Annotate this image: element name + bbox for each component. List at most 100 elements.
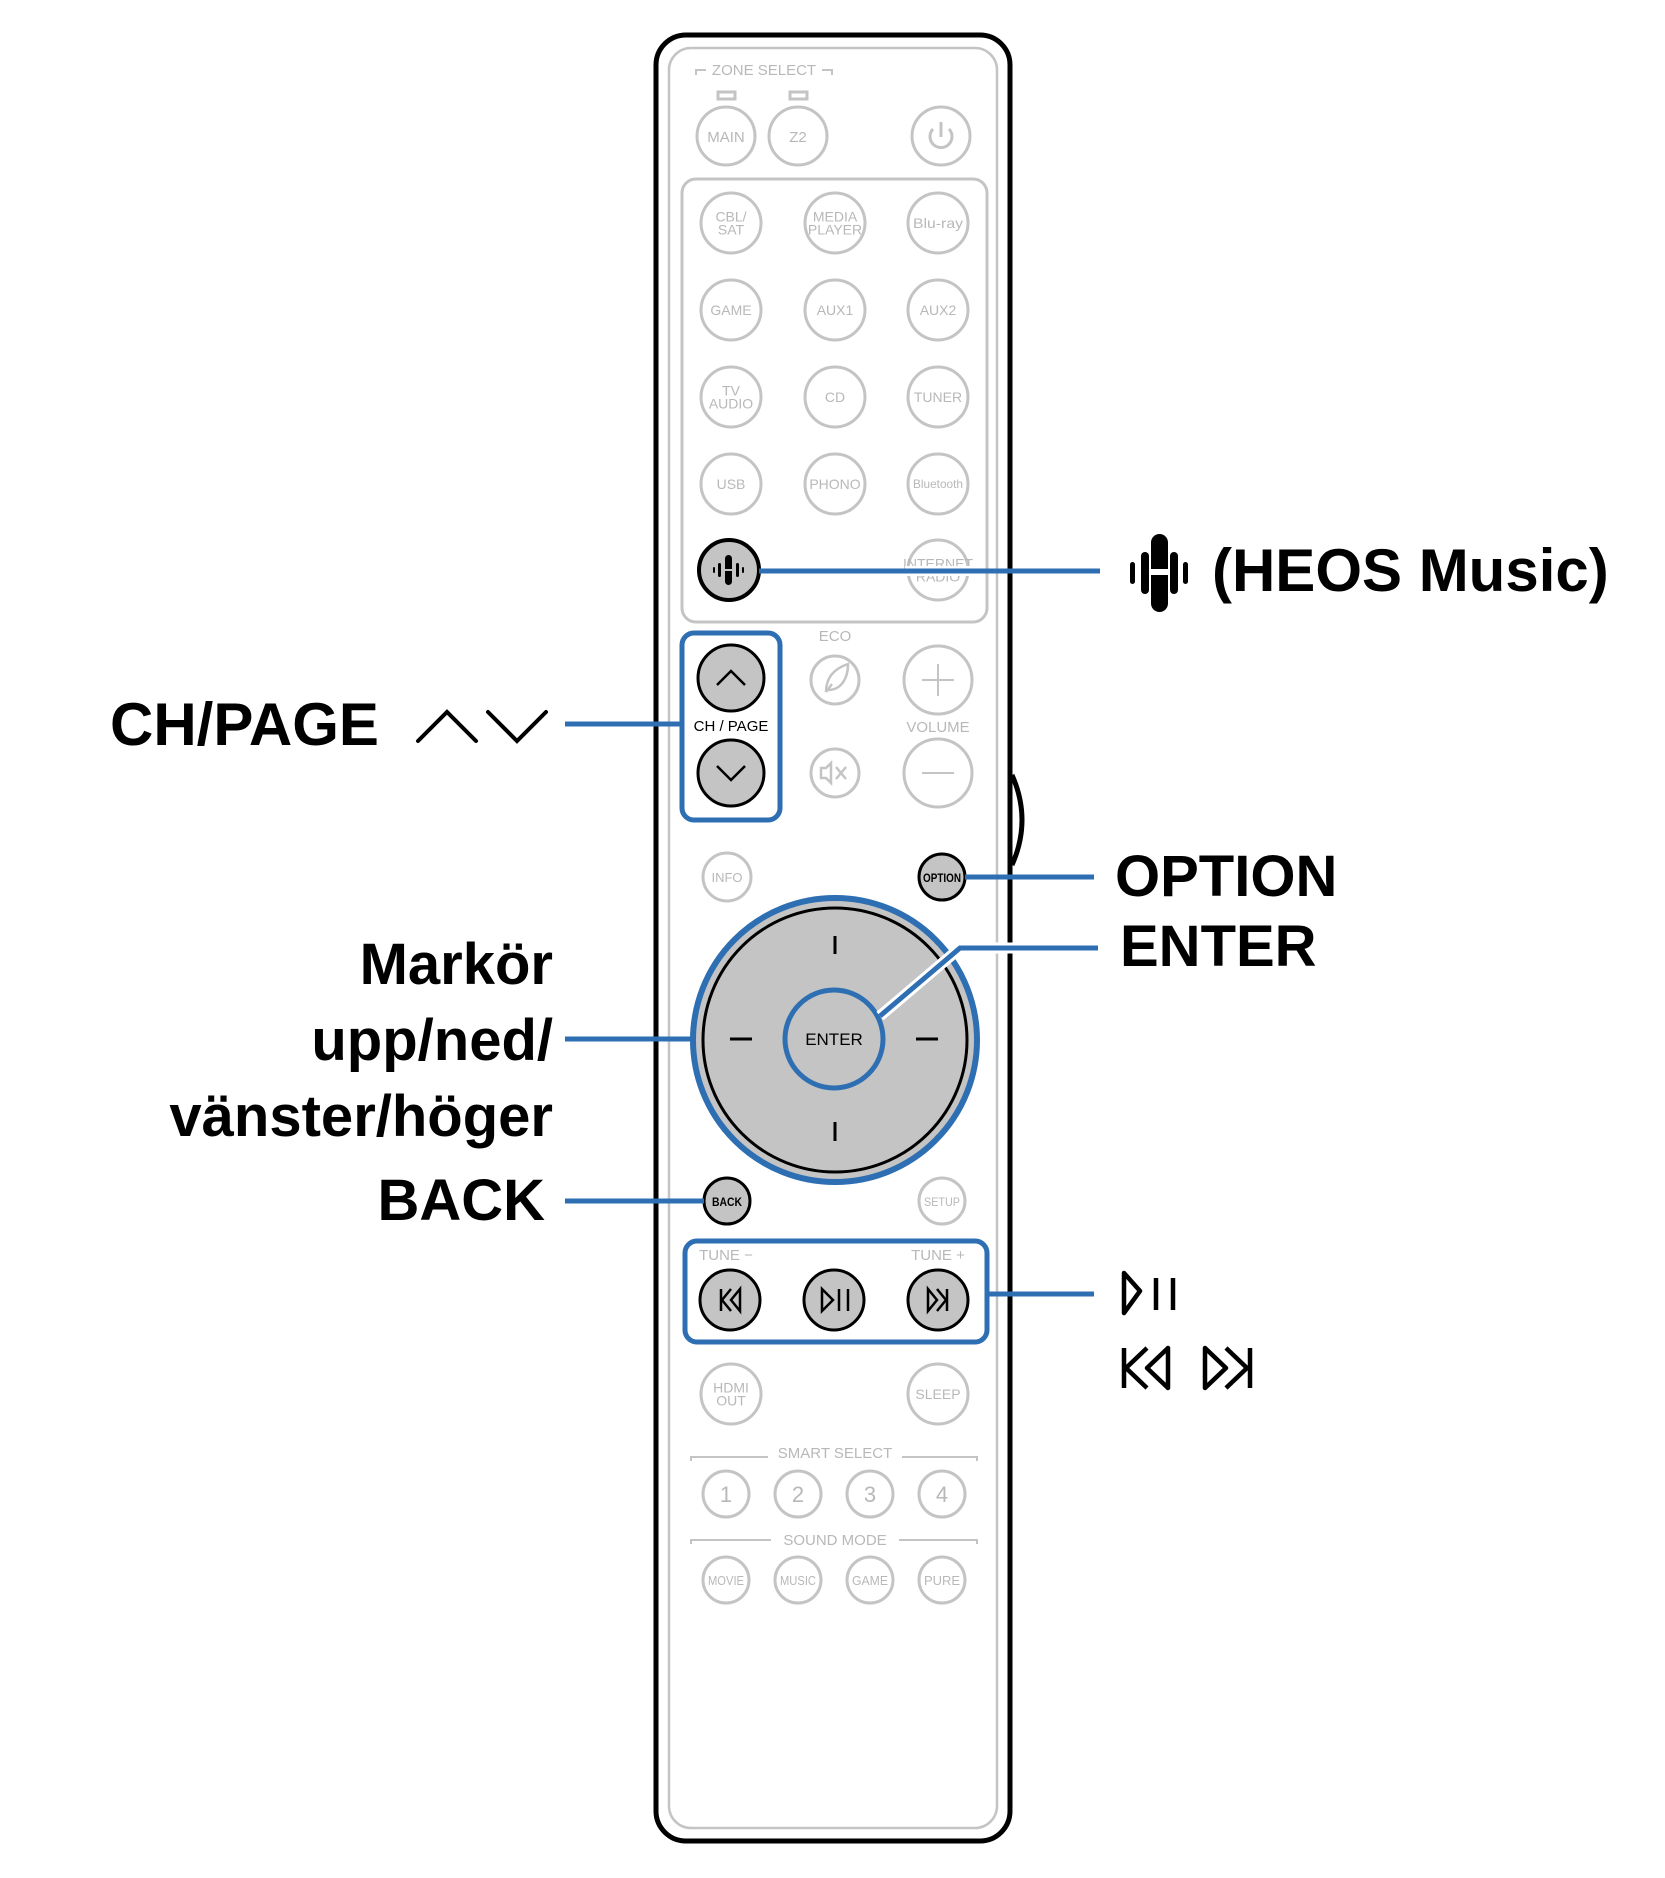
volume-label: VOLUME xyxy=(906,719,969,736)
back-callout: BACK xyxy=(377,1168,545,1233)
smart-select-buttons: 1 2 3 4 xyxy=(701,1469,967,1519)
input-button-game-label: GAME xyxy=(710,302,751,318)
input-button-aux1-label: AUX1 xyxy=(817,302,854,318)
power-icon xyxy=(928,122,954,149)
sound-mode-button-movie[interactable]: MOVIE xyxy=(701,1555,751,1605)
setup-button[interactable]: SETUP xyxy=(917,1176,967,1226)
smart-select-label-1: 1 xyxy=(720,1482,732,1507)
sleep-label: SLEEP xyxy=(915,1386,960,1402)
sound-mode-label-game: GAME xyxy=(852,1573,888,1588)
cursor-callout-line1: Markör xyxy=(359,932,553,997)
power-button[interactable] xyxy=(910,105,972,167)
main-zone-label: MAIN xyxy=(707,129,745,146)
sound-mode-button-music[interactable]: MUSIC xyxy=(773,1555,823,1605)
zone-select-group: ZONE SELECT xyxy=(695,62,833,101)
setup-label: SETUP xyxy=(924,1195,960,1209)
ch-page-down-button[interactable] xyxy=(696,738,766,808)
volume-down-button[interactable] xyxy=(902,737,974,809)
enter-button[interactable]: ENTER xyxy=(782,987,886,1091)
skip-callout-icon xyxy=(1121,1345,1253,1391)
back-label: BACK xyxy=(712,1195,742,1209)
tune-minus-label: TUNE − xyxy=(699,1247,753,1264)
input-button-usb[interactable]: USB xyxy=(699,452,763,516)
smart-select-button-1[interactable]: 1 xyxy=(701,1469,751,1519)
play-pause-button[interactable] xyxy=(802,1268,866,1332)
info-label: INFO xyxy=(711,870,742,885)
smart-select-label: SMART SELECT xyxy=(778,1445,892,1462)
input-button-tuner[interactable]: TUNER xyxy=(906,365,970,429)
ch-page-label: CH / PAGE xyxy=(694,718,769,735)
input-button-phono-label: PHONO xyxy=(809,476,860,492)
smart-select-label-2: 2 xyxy=(792,1482,804,1507)
ch-page-up-button[interactable] xyxy=(696,643,766,713)
callout-lines xyxy=(565,568,1100,1297)
chevron-down-icon xyxy=(716,765,746,782)
volume-up-button[interactable] xyxy=(902,644,974,716)
sound-mode-label: SOUND MODE xyxy=(783,1532,886,1549)
zone2-label: Z2 xyxy=(789,129,807,146)
input-button-phono[interactable]: PHONO xyxy=(803,452,867,516)
input-button-cd[interactable]: CD xyxy=(803,365,867,429)
skip-forward-icon xyxy=(926,1285,949,1315)
plus-icon xyxy=(922,664,954,696)
heos-music-callout: (HEOS Music) xyxy=(1212,537,1609,604)
sound-mode-label-movie: MOVIE xyxy=(708,1573,744,1588)
play-pause-icon xyxy=(820,1285,850,1315)
input-button-blu-ray[interactable]: Blu-ray xyxy=(906,191,970,255)
zone2-button[interactable]: Z2 xyxy=(767,105,829,167)
eco-button[interactable] xyxy=(809,654,861,706)
main-zone-button[interactable]: MAIN xyxy=(695,105,757,167)
smart-select-button-3[interactable]: 3 xyxy=(845,1469,895,1519)
input-button-usb-label: USB xyxy=(717,476,746,492)
input-button-bluetooth-label: Bluetooth xyxy=(913,477,963,491)
input-button-cbl-sat-label: CBL/SAT xyxy=(715,208,746,237)
input-button-aux2[interactable]: AUX2 xyxy=(906,278,970,342)
skip-back-icon xyxy=(719,1285,742,1315)
smart-select-button-4[interactable]: 4 xyxy=(917,1469,967,1519)
option-button[interactable]: OPTION xyxy=(917,852,967,902)
heos-callout-icon xyxy=(1130,534,1188,612)
ch-page-chevrons-icon xyxy=(416,709,548,744)
sound-mode-button-game[interactable]: GAME xyxy=(845,1555,895,1605)
leaf-icon xyxy=(824,662,850,693)
next-track-button[interactable] xyxy=(906,1268,970,1332)
zone-select-label: ZONE SELECT xyxy=(712,62,816,79)
input-button-game[interactable]: GAME xyxy=(699,278,763,342)
remote-inner-border xyxy=(667,46,999,1830)
sound-mode-header: SOUND MODE xyxy=(690,1532,978,1549)
sound-mode-label-music: MUSIC xyxy=(780,1573,816,1588)
sleep-button[interactable]: SLEEP xyxy=(906,1362,970,1426)
previous-track-button[interactable] xyxy=(698,1268,762,1332)
sound-mode-label-pure: PURE xyxy=(924,1573,960,1588)
chevron-up-icon xyxy=(716,669,746,686)
cursor-callout-line3: vänster/höger xyxy=(169,1084,553,1149)
heos-music-button[interactable] xyxy=(697,538,761,602)
input-button-cbl-sat[interactable]: CBL/SAT xyxy=(699,191,763,255)
smart-select-label-4: 4 xyxy=(936,1482,948,1507)
sound-mode-button-pure[interactable]: PURE xyxy=(917,1555,967,1605)
enter-callout: ENTER xyxy=(1120,914,1317,979)
option-label: OPTION xyxy=(923,871,961,885)
cursor-callout-line2: upp/ned/ xyxy=(311,1008,553,1073)
smart-select-button-2[interactable]: 2 xyxy=(773,1469,823,1519)
smart-select-header: SMART SELECT xyxy=(690,1445,978,1462)
mute-button[interactable] xyxy=(809,747,861,799)
input-button-cd-label: CD xyxy=(825,389,845,405)
remote-side-bump xyxy=(1009,773,1025,867)
smart-select-label-3: 3 xyxy=(864,1482,876,1507)
input-source-group xyxy=(680,177,989,624)
input-button-blu-ray-label: Blu-ray xyxy=(913,215,963,231)
back-button[interactable]: BACK xyxy=(702,1176,752,1226)
tune-plus-label: TUNE + xyxy=(911,1247,965,1264)
ch-page-callout: CH/PAGE xyxy=(110,691,379,758)
info-button[interactable]: INFO xyxy=(701,851,753,903)
enter-label: ENTER xyxy=(805,1030,863,1049)
input-button-bluetooth[interactable]: Bluetooth xyxy=(906,452,970,516)
eco-label: ECO xyxy=(819,628,852,645)
input-button-aux1[interactable]: AUX1 xyxy=(803,278,867,342)
